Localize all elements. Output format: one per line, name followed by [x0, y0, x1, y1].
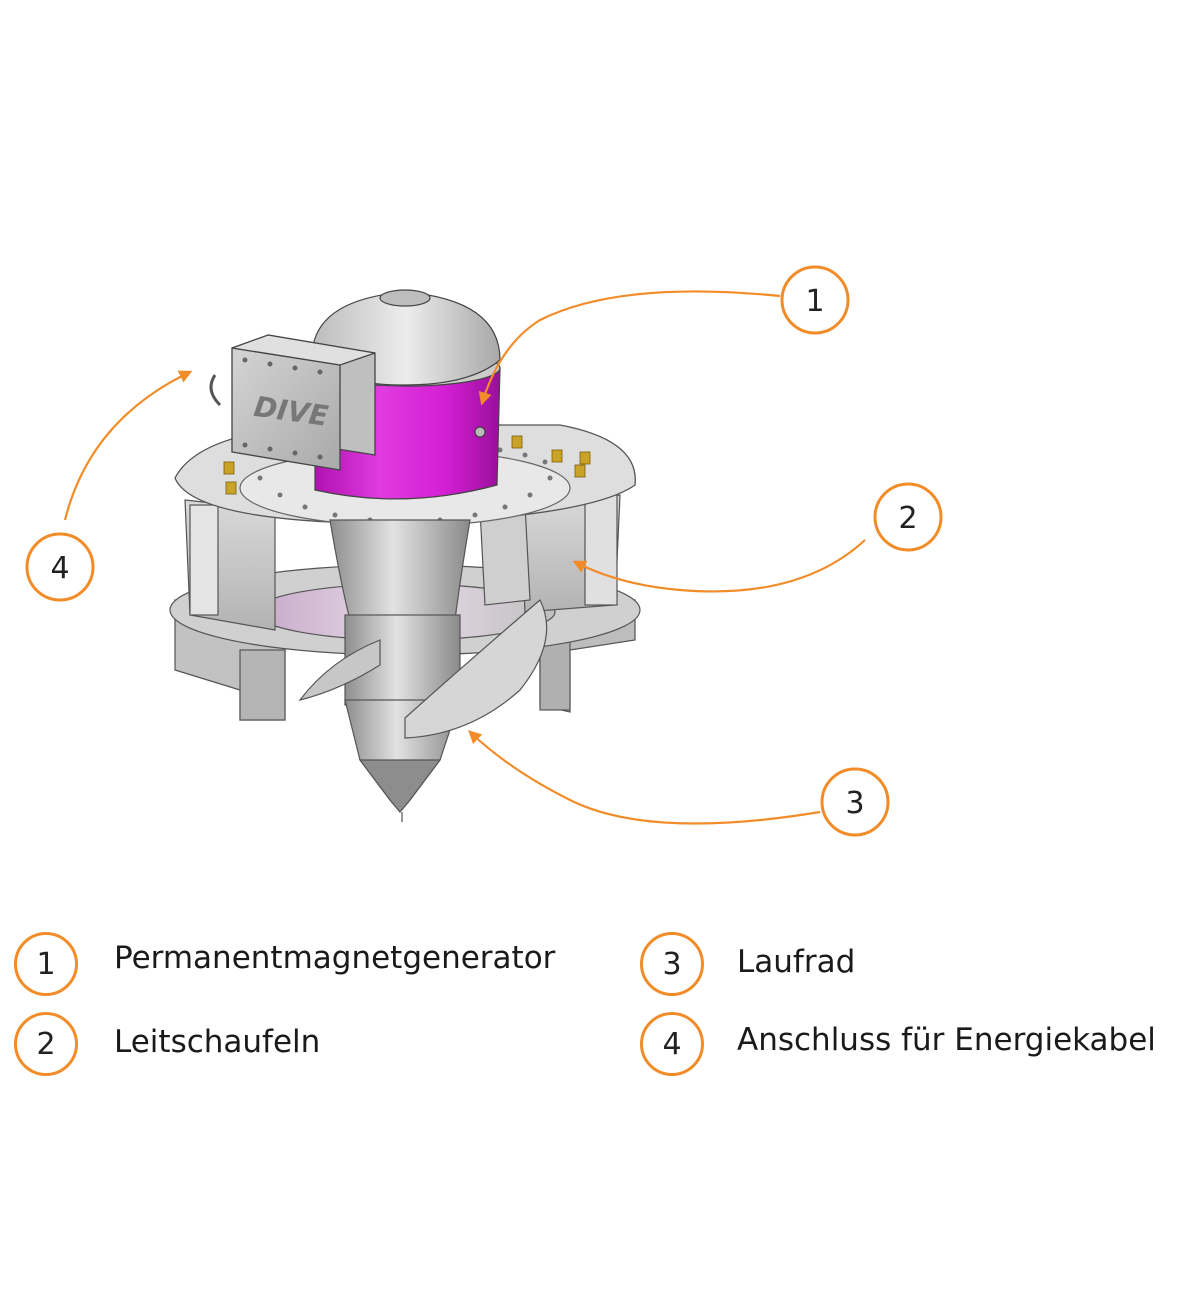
callout-3: 3	[820, 767, 890, 837]
callout-2-number: 2	[898, 501, 917, 536]
callout-4-number: 4	[50, 551, 69, 586]
callout-arrows	[63, 290, 866, 825]
callout-4: 4	[25, 532, 95, 602]
runner	[298, 519, 548, 822]
terminal-box	[209, 334, 376, 471]
callout-1: 1	[780, 265, 850, 335]
callout-2: 2	[873, 482, 943, 552]
callout-3-number: 3	[845, 786, 864, 821]
guide-vanes	[184, 494, 621, 631]
callout-1-number: 1	[805, 284, 824, 319]
